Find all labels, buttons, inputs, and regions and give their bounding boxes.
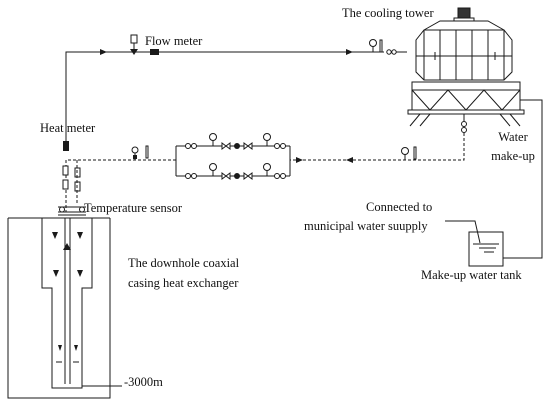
cooling-tower-icon <box>407 7 525 133</box>
tower-inlet-instruments-icon <box>369 39 407 55</box>
depth-label: -3000m <box>124 375 163 389</box>
heat-exchanger-label-line1: The downhole coaxial <box>128 256 240 270</box>
municipal-supply-label-line1: Connected to <box>366 200 433 214</box>
makeup-pipe <box>503 99 543 259</box>
pump-manifold <box>175 133 291 180</box>
flow-meter-label: Flow meter <box>145 34 203 48</box>
heat-meter-label: Heat meter <box>40 121 96 135</box>
temperature-sensor-label: Temperature sensor <box>84 201 183 215</box>
flow-meter-icon <box>130 34 159 55</box>
makeup-tank-label: Make-up water tank <box>421 268 522 282</box>
heat-meter-icon <box>63 141 69 151</box>
downhole-heat-exchanger-icon <box>7 217 122 399</box>
supply-pipe <box>65 49 384 150</box>
temperature-sensor-icon <box>62 160 81 205</box>
wellhead-icon <box>58 206 86 216</box>
return-pipe <box>65 133 465 212</box>
water-makeup-label-line2: make-up <box>491 149 535 163</box>
water-makeup-label-line1: Water <box>498 130 528 144</box>
municipal-supply-label-line2: municipal water suupply <box>304 219 428 233</box>
makeup-water-tank-icon <box>445 220 504 267</box>
heat-exchanger-label-line2: casing heat exchanger <box>128 276 239 290</box>
cooling-tower-label: The cooling tower <box>342 6 434 20</box>
